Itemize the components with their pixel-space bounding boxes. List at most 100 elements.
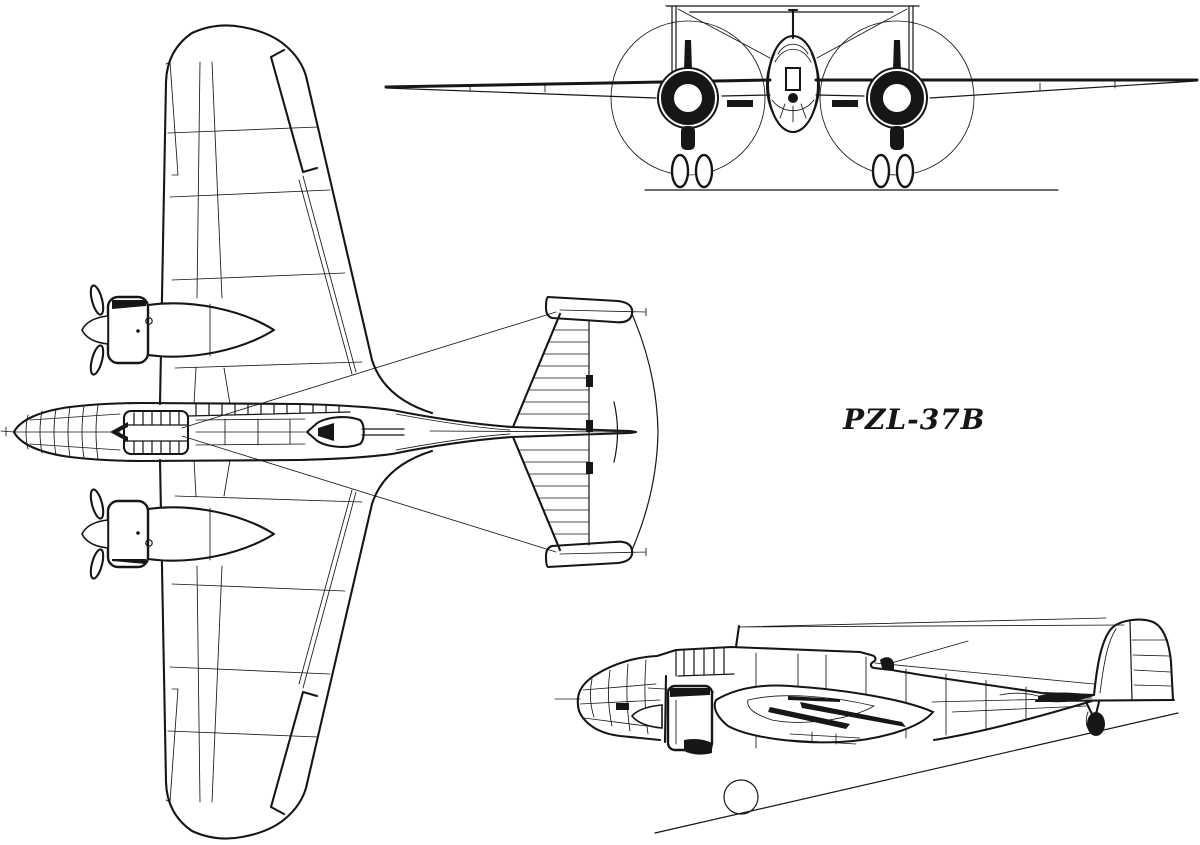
plan-wing-lower-outline: [158, 449, 434, 840]
side-nacelle: [630, 674, 714, 755]
front-wheel-left-inner: [694, 153, 714, 189]
side-nose-gun-port: [616, 703, 629, 710]
plan-nacelle-upper: [81, 284, 276, 376]
plan-fuselage-outline: [12, 401, 638, 463]
plan-elevator-tabs: [586, 375, 593, 474]
plan-elevator-trailing-edge: [613, 313, 659, 551]
plan-nacelle-upper-body: [146, 302, 276, 358]
front-fuselage: [766, 8, 820, 134]
plan-dorsal-strip: [187, 403, 351, 417]
plan-nacelle-lower-prop-blade-1: [89, 488, 105, 520]
side-elevator-tip: [1038, 692, 1094, 703]
plan-bombbay-lines: [195, 418, 629, 446]
side-wing-fairing: [713, 684, 935, 745]
front-prop-blade-left: [684, 40, 692, 70]
plan-nacelle-upper-cowl-shade: [112, 300, 146, 309]
side-rudder-ribs: [1131, 639, 1172, 687]
plan-endplate-fin-top: [544, 295, 634, 324]
plan-wing-upper-outline: [158, 24, 434, 415]
side-tail: [999, 618, 1176, 736]
plan-nacelle-upper-spinner: [81, 315, 109, 345]
plan-tailplane-ribs: [517, 329, 590, 535]
plan-wing-upper-panels: [165, 61, 511, 431]
front-fins: [671, 5, 914, 81]
plan-nacelle-upper-dot: [136, 329, 140, 333]
side-fairing-hatches: [789, 731, 861, 745]
side-wheel-reference-circle: [723, 779, 759, 815]
plan-nacelle-lower-port: [145, 539, 153, 547]
plan-cockpit-canopy: [122, 409, 190, 456]
plan-turret-outline: [305, 416, 365, 448]
plan-tailplane: [511, 295, 659, 569]
side-turret: [880, 657, 894, 670]
front-engine-left: [657, 40, 719, 189]
front-carb-intake-right: [890, 126, 904, 150]
side-gear-door: [684, 739, 712, 755]
plan-antenna-wires: [181, 311, 557, 553]
side-tailwheel-fork: [1085, 711, 1093, 734]
side-cowling-shade: [670, 688, 710, 697]
plan-nacelle-lower-body: [146, 506, 276, 562]
front-tailplane-edges: [677, 8, 908, 59]
side-wing-fairing-outline: [713, 684, 935, 744]
side-fin-outline: [1092, 618, 1175, 702]
front-wheel-left-outer: [670, 153, 690, 189]
plan-turret-barrel: [361, 428, 405, 436]
plan-rear-turret: [305, 416, 405, 448]
plan-nacelle-upper-prop-blade-1: [89, 284, 105, 316]
side-nose-glazing: [579, 659, 661, 735]
plan-nacelle-lower-prop-blade-2: [89, 548, 105, 580]
front-carb-intake-left: [681, 126, 695, 150]
plan-nacelle-lower-dot: [136, 531, 140, 535]
front-wing-ticks: [469, 80, 1116, 93]
front-antenna-mast: [787, 8, 799, 40]
front-wheel-right-inner: [895, 153, 915, 189]
plan-nacelle-upper-port: [145, 317, 153, 325]
side-flap-shading: [768, 696, 906, 729]
side-tailwheel: [1087, 712, 1105, 736]
plan-nacelle-lower-cowling: [106, 499, 150, 569]
plan-turret-gun: [318, 423, 334, 441]
side-fin-inner-edge: [1099, 628, 1117, 694]
plan-canopy-frame: [122, 409, 190, 456]
side-rudder-hinge: [1129, 620, 1133, 701]
front-prop-blade-right: [893, 40, 901, 70]
side-prop-blade: [663, 674, 668, 744]
plan-nose-frames: [13, 404, 121, 460]
plan-nacelle-upper-prop-blade-2: [89, 344, 105, 376]
front-fuselage-shade-left: [766, 52, 781, 126]
front-engine-right: [866, 40, 928, 189]
side-antenna-mast: [734, 624, 741, 649]
plan-wing-upper-aileron: [269, 48, 319, 174]
front-cowling-ring-right: [870, 71, 924, 125]
front-nose-hatch-lines: [779, 103, 807, 123]
side-ground-line: [654, 712, 1179, 834]
plan-nacelle-lower-cowl-shade: [112, 559, 146, 564]
side-spinner: [630, 704, 663, 729]
front-nose-cap: [788, 93, 798, 103]
plan-endplate-fin-bottom: [544, 540, 634, 569]
side-wing-fairing-inner: [747, 695, 876, 723]
plan-wing-lower-panels: [165, 433, 511, 803]
aircraft-designation-label: PZL-37B: [842, 403, 985, 436]
plan-nacelle-lower-spinner: [81, 519, 109, 549]
side-tailplane-root: [999, 692, 1039, 697]
plan-wing-lower-aileron: [269, 690, 319, 816]
side-antenna-wires: [738, 617, 1125, 628]
side-canopy-bars: [675, 647, 735, 677]
plan-view: [0, 24, 659, 840]
front-view: [384, 5, 1199, 191]
front-wing-flap-fairings: [727, 100, 858, 107]
plan-endplate-chords: [559, 307, 647, 557]
front-cockpit-window: [785, 67, 801, 91]
side-turret-gun: [887, 640, 969, 665]
side-view: [554, 617, 1179, 834]
front-fuselage-shade-right: [805, 52, 820, 126]
front-cowling-ring-left: [661, 71, 715, 125]
plan-pitot: [0, 426, 15, 437]
plan-tailplane-leading-edges: [511, 312, 562, 552]
front-wing-underside: [385, 80, 1197, 99]
front-tail-top-line: [665, 5, 920, 13]
